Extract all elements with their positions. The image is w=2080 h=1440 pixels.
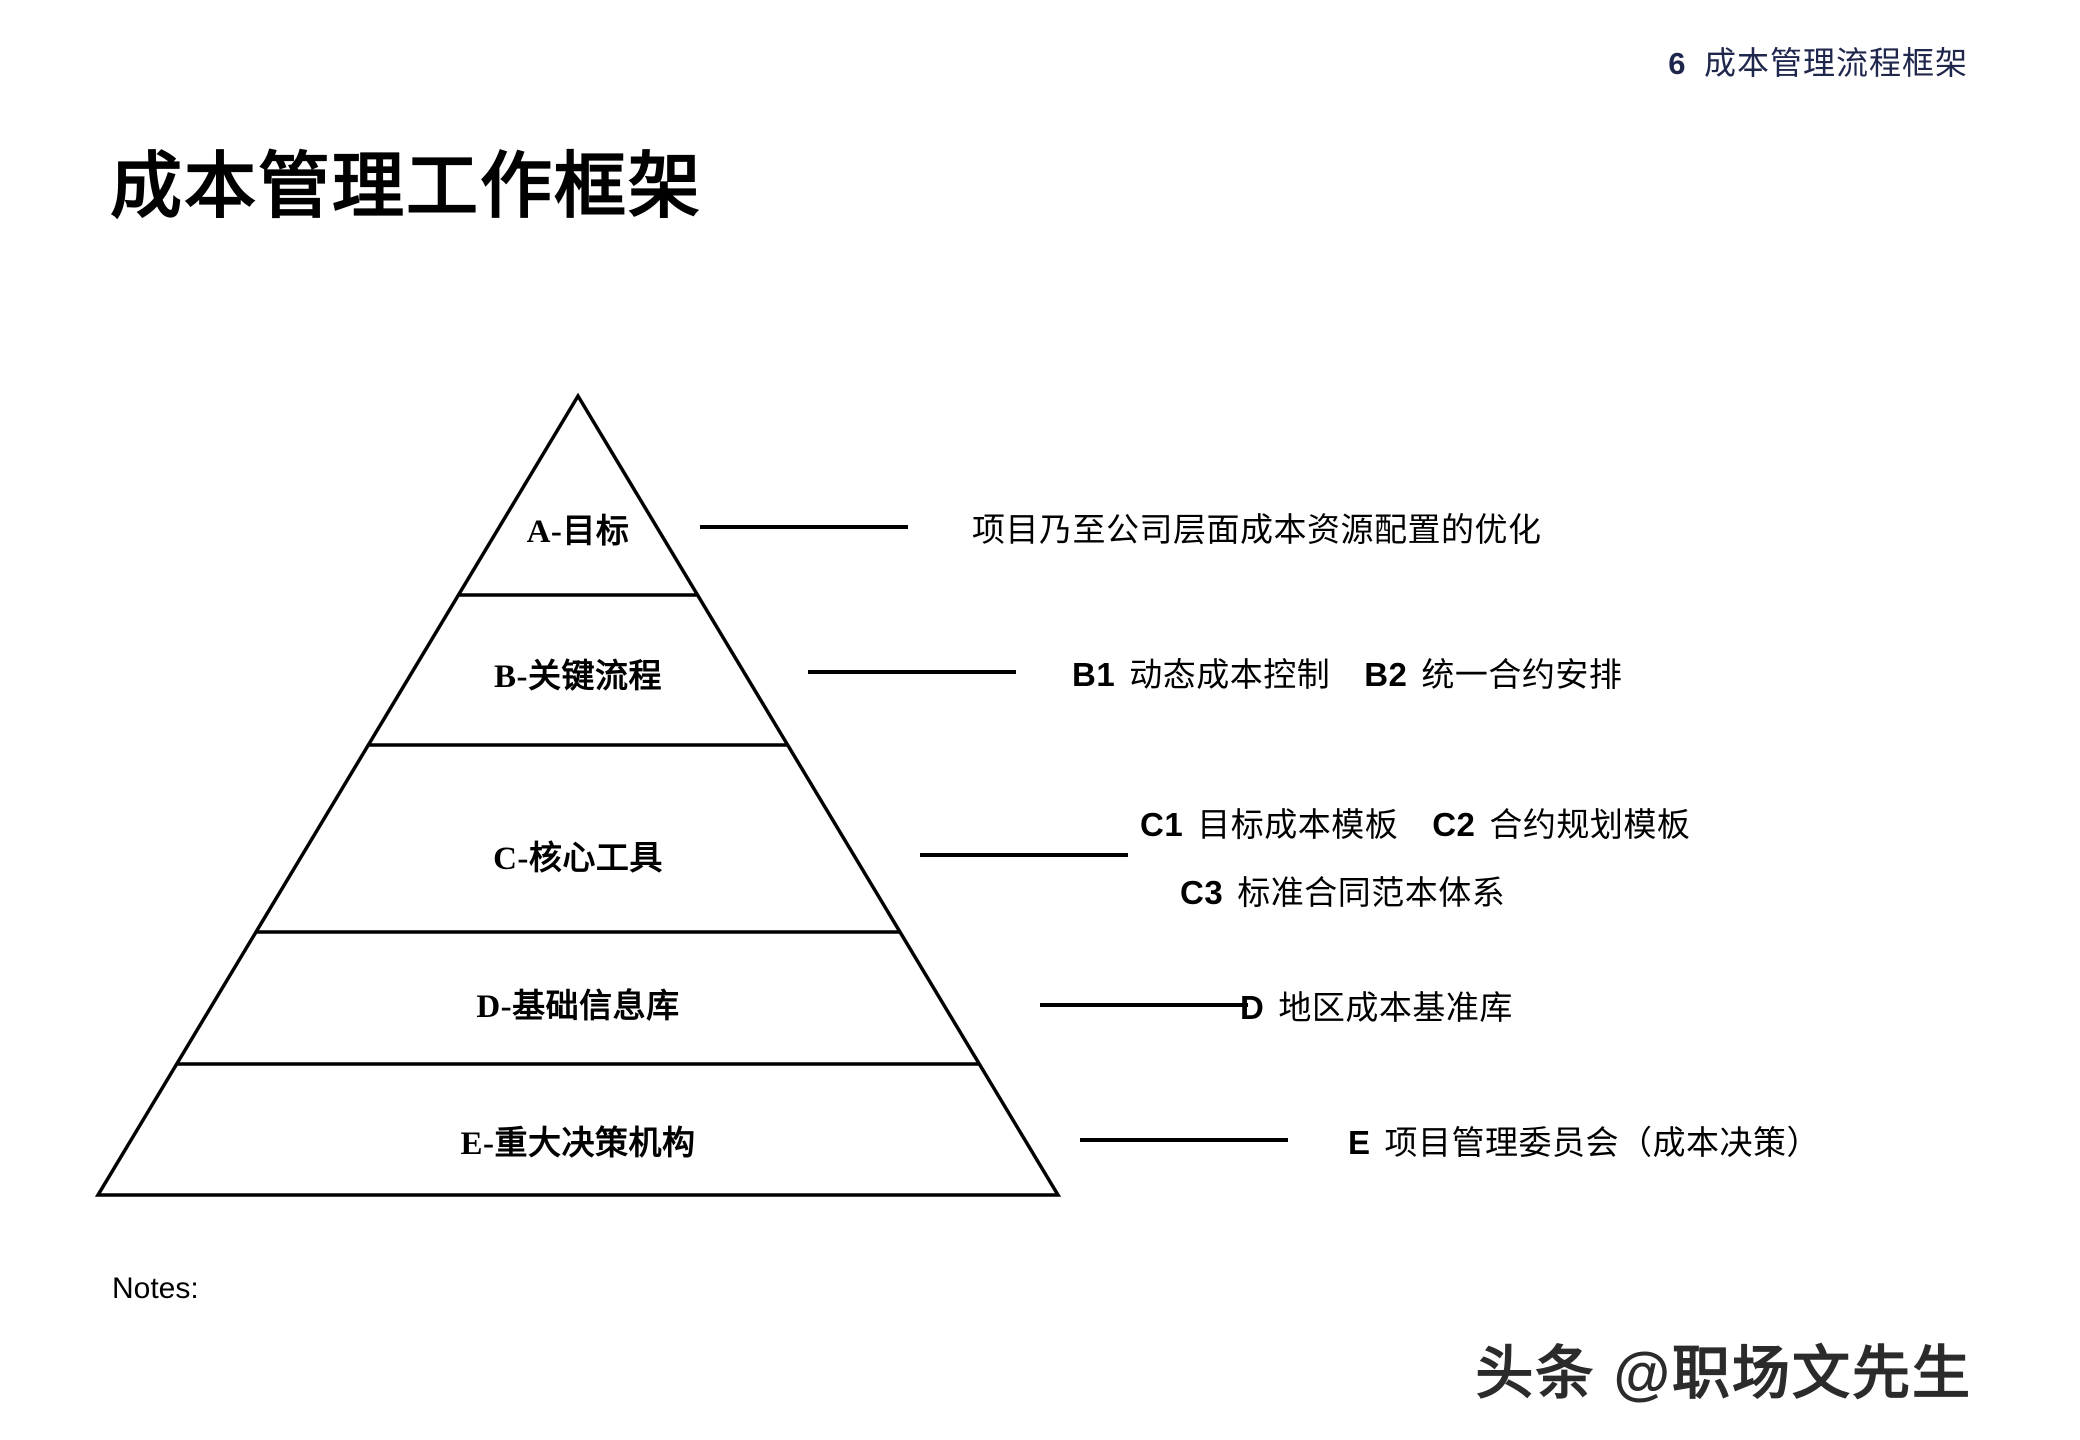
slide-header-title: 成本管理流程框架 xyxy=(1703,45,1968,81)
pyramid-outline xyxy=(94,392,1062,1197)
connector-line-b xyxy=(808,670,1016,674)
pyramid-level-label-a: A-目标 xyxy=(526,514,630,550)
pyramid-level-label-b: B-关键流程 xyxy=(494,659,662,695)
pyramid-description-c-line2: C3 标准合同范本体系 xyxy=(1180,866,1505,914)
pyramid-shape xyxy=(94,392,1062,1197)
watermark: 头条 @职场文先生 xyxy=(1475,1341,1972,1406)
description-a-text: 项目乃至公司层面成本资源配置的优化 xyxy=(972,513,1542,549)
description-b2-text: 统一合约安排 xyxy=(1421,658,1623,694)
pyramid-description-d: D 地区成本基准库 xyxy=(1240,981,1513,1029)
description-c1-code: C1 xyxy=(1140,806,1184,843)
pyramid-level-label-d: D-基础信息库 xyxy=(476,989,680,1025)
connector-line-a xyxy=(700,525,908,529)
description-d-code: D xyxy=(1240,989,1265,1026)
pyramid-description-a: 项目乃至公司层面成本资源配置的优化 xyxy=(972,503,1542,551)
slide-page-number: 6 xyxy=(1668,46,1686,81)
pyramid-description-c-line1: C1 目标成本模板 C2 合约规划模板 xyxy=(1140,798,1690,846)
pyramid-level-label-e: E-重大决策机构 xyxy=(460,1126,696,1162)
description-c3-code: C3 xyxy=(1180,874,1224,911)
description-c2-text: 合约规划模板 xyxy=(1489,808,1691,844)
slide-header: 6 成本管理流程框架 xyxy=(1668,38,1968,84)
description-b1-code: B1 xyxy=(1072,656,1116,693)
description-c1-text: 目标成本模板 xyxy=(1197,808,1399,844)
description-e-code: E xyxy=(1348,1124,1371,1161)
description-c2-code: C2 xyxy=(1432,806,1476,843)
description-e-text: 项目管理委员会（成本决策） xyxy=(1384,1126,1821,1162)
notes-label: Notes: xyxy=(112,1272,199,1305)
connector-line-d xyxy=(1040,1003,1248,1007)
pyramid-description-e: E 项目管理委员会（成本决策） xyxy=(1348,1116,1820,1164)
connector-line-c xyxy=(920,853,1128,857)
description-d-text: 地区成本基准库 xyxy=(1278,991,1513,1027)
page-title: 成本管理工作框架 xyxy=(110,147,703,227)
connector-line-e xyxy=(1080,1138,1288,1142)
pyramid-level-label-c: C-核心工具 xyxy=(493,841,663,877)
pyramid-description-b: B1 动态成本控制 B2 统一合约安排 xyxy=(1072,648,1622,696)
description-c3-text: 标准合同范本体系 xyxy=(1237,876,1506,912)
description-b1-text: 动态成本控制 xyxy=(1129,658,1331,694)
description-b2-code: B2 xyxy=(1364,656,1408,693)
